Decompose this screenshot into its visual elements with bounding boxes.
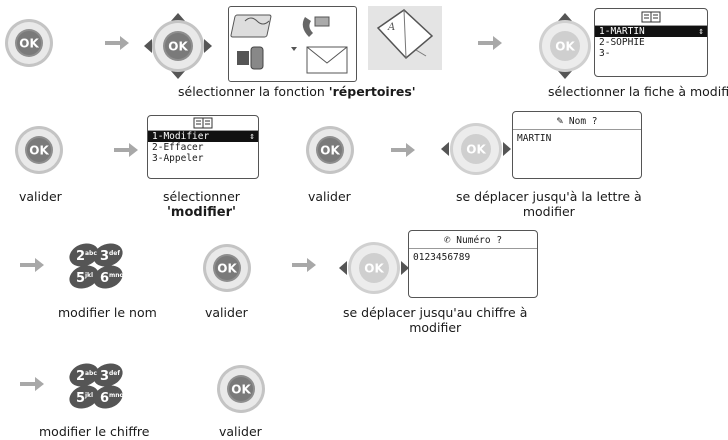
contact-list-screen: 1-MARTIN⇕ 2-SOPHIE 3- (594, 8, 708, 77)
navigator-icon[interactable] (140, 11, 216, 81)
screen-title: Numéro ? (456, 235, 503, 246)
menu-item[interactable]: 3-Appeler (152, 153, 204, 164)
arrow-icon (114, 143, 138, 157)
screen-header: ✆ Numéro ? (409, 231, 537, 249)
phone-envelope-icon (302, 16, 348, 74)
contact-card-icon (641, 11, 661, 23)
keypad-icon[interactable] (67, 240, 125, 292)
caption-valider: valider (219, 424, 262, 439)
screen-header (148, 116, 258, 131)
name-edit-screen: ✎ Nom ? MARTIN (512, 111, 642, 179)
contact-card-icon (193, 117, 213, 129)
arrow-icon (478, 36, 502, 50)
menu-item[interactable]: 2-Effacer (152, 142, 204, 153)
arrow-icon (292, 258, 316, 272)
svg-text:A: A (387, 22, 395, 33)
caption-select-record: sélectionner la fiche à modifier (548, 84, 728, 99)
arrow-icon (20, 258, 44, 272)
scroll-arrows-icon: ⇕ (698, 26, 704, 37)
screen-header: ✎ Nom ? (513, 112, 641, 130)
arrow-icon (20, 377, 44, 391)
caption-select-directory: sélectionner la fonction 'répertoires' (178, 84, 416, 99)
open-book-icon: A (368, 6, 442, 70)
caption-bold-text: 'répertoires' (328, 84, 416, 99)
scroll-arrows-icon: ⇕ (249, 131, 255, 142)
arrow-icon (391, 143, 415, 157)
list-item[interactable]: 3- (599, 48, 611, 59)
caption-modify-digit: modifier le chiffre (39, 424, 150, 439)
caption-move-digit: se déplacer jusqu'au chiffre à modifier (343, 305, 528, 335)
caption-move-letter: se déplacer jusqu'à la lettre à modifier (456, 189, 642, 219)
edit-menu-screen: 1-Modifier⇕ 2-Effacer 3-Appeler (147, 115, 259, 179)
ok-button-icon[interactable] (202, 243, 252, 293)
directory-icon (230, 14, 272, 70)
ok-button-icon[interactable] (305, 125, 355, 175)
user-edit-icon: ✎ (556, 114, 564, 127)
ok-button-icon[interactable] (4, 18, 54, 68)
list-item[interactable]: 1-MARTIN⇕ (595, 26, 707, 37)
caption-valider: valider (308, 189, 351, 204)
caption-select-modify: sélectionner 'modifier' (163, 189, 240, 220)
arrow-icon (105, 36, 129, 50)
ok-button-icon[interactable] (216, 364, 266, 414)
caption-text: sélectionner la fonction (178, 84, 329, 99)
number-edit-screen: ✆ Numéro ? 0123456789 (408, 230, 538, 298)
navigator-icon[interactable] (336, 236, 412, 300)
navigator-icon[interactable] (527, 11, 603, 81)
keypad-icon[interactable] (67, 360, 125, 412)
menu-icons-box (228, 6, 357, 82)
screen-header (595, 9, 707, 26)
menu-item[interactable]: 1-Modifier⇕ (148, 131, 258, 142)
screen-title: Nom ? (568, 116, 598, 127)
caption-valider: valider (19, 189, 62, 204)
caption-modify-name: modifier le nom (58, 305, 157, 320)
number-value[interactable]: 0123456789 (413, 252, 471, 263)
list-item[interactable]: 2-SOPHIE (599, 37, 645, 48)
ok-button-icon[interactable] (14, 125, 64, 175)
navigator-icon[interactable] (438, 117, 514, 181)
name-value[interactable]: MARTIN (517, 133, 552, 144)
phone-handset-icon: ✆ (443, 233, 451, 246)
caption-valider: valider (205, 305, 248, 320)
